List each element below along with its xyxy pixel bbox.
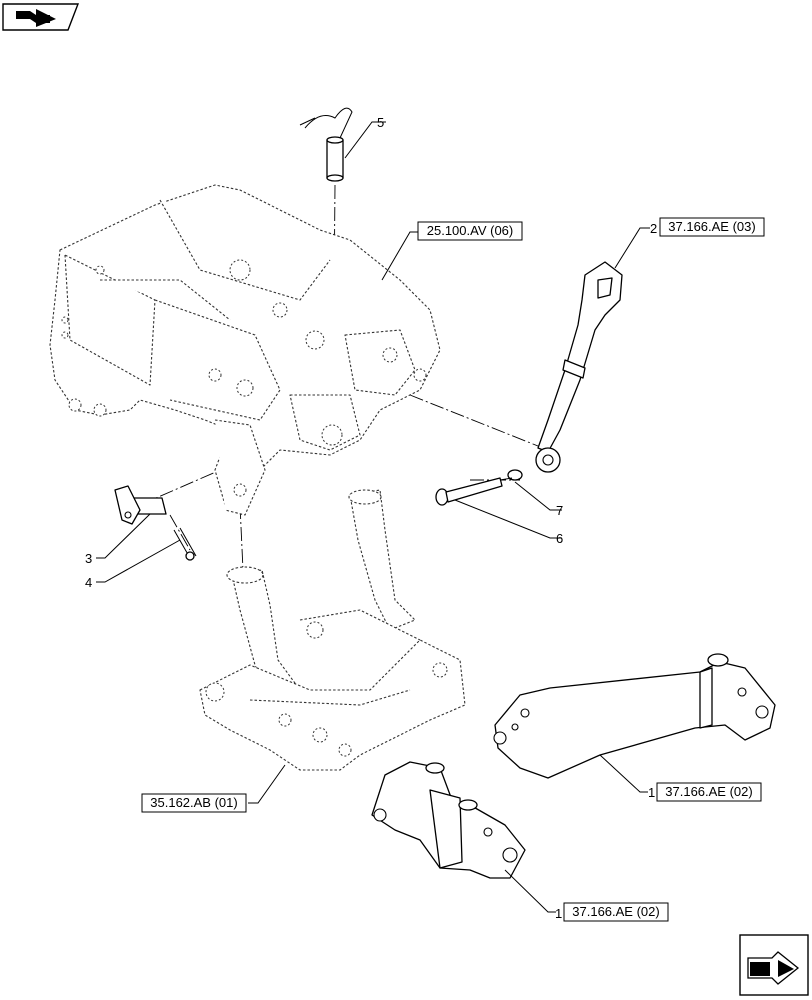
clip-7[interactable] [499, 469, 523, 481]
lift-cylinders-assembly [199, 489, 466, 771]
callout-6: 6 [556, 531, 563, 546]
reference-lower-link-left[interactable]: 37.166.AE (02) [563, 902, 669, 922]
linch-pin-4[interactable] [173, 527, 197, 561]
reference-lower-link-right[interactable]: 37.166.AE (02) [656, 782, 762, 802]
callout-3: 3 [85, 551, 92, 566]
reference-main-frame[interactable]: 25.100.AV (06) [417, 221, 523, 241]
svg-text:35.162.AB (01): 35.162.AB (01) [150, 795, 237, 810]
pin-3[interactable] [114, 485, 167, 525]
pin-6[interactable] [435, 477, 503, 506]
callout-5: 5 [377, 115, 384, 130]
callout-1-right: 1 [648, 785, 655, 800]
callout-7: 7 [556, 503, 563, 518]
callout-1-left: 1 [555, 906, 562, 921]
lower-link-left[interactable] [371, 761, 526, 879]
reference-top-link[interactable]: 37.166.AE (03) [659, 217, 765, 237]
top-link[interactable] [535, 261, 623, 473]
svg-text:25.100.AV (06): 25.100.AV (06) [427, 223, 513, 238]
callout-numbers: 5 2 3 4 7 6 1 1 [85, 115, 657, 921]
leader-lines [96, 121, 650, 913]
svg-text:37.166.AE (02): 37.166.AE (02) [665, 784, 752, 799]
next-page-arrow-icon[interactable] [739, 934, 809, 996]
svg-text:37.166.AE (02): 37.166.AE (02) [572, 904, 659, 919]
svg-text:37.166.AE (03): 37.166.AE (03) [668, 219, 755, 234]
callout-4: 4 [85, 575, 92, 590]
main-frame-housing [49, 184, 441, 516]
pin-5[interactable] [299, 107, 353, 182]
book-arrow-icon[interactable] [2, 3, 80, 31]
callout-2: 2 [650, 221, 657, 236]
lower-link-right[interactable] [493, 653, 776, 779]
reference-lift-cylinders[interactable]: 35.162.AB (01) [141, 793, 247, 813]
